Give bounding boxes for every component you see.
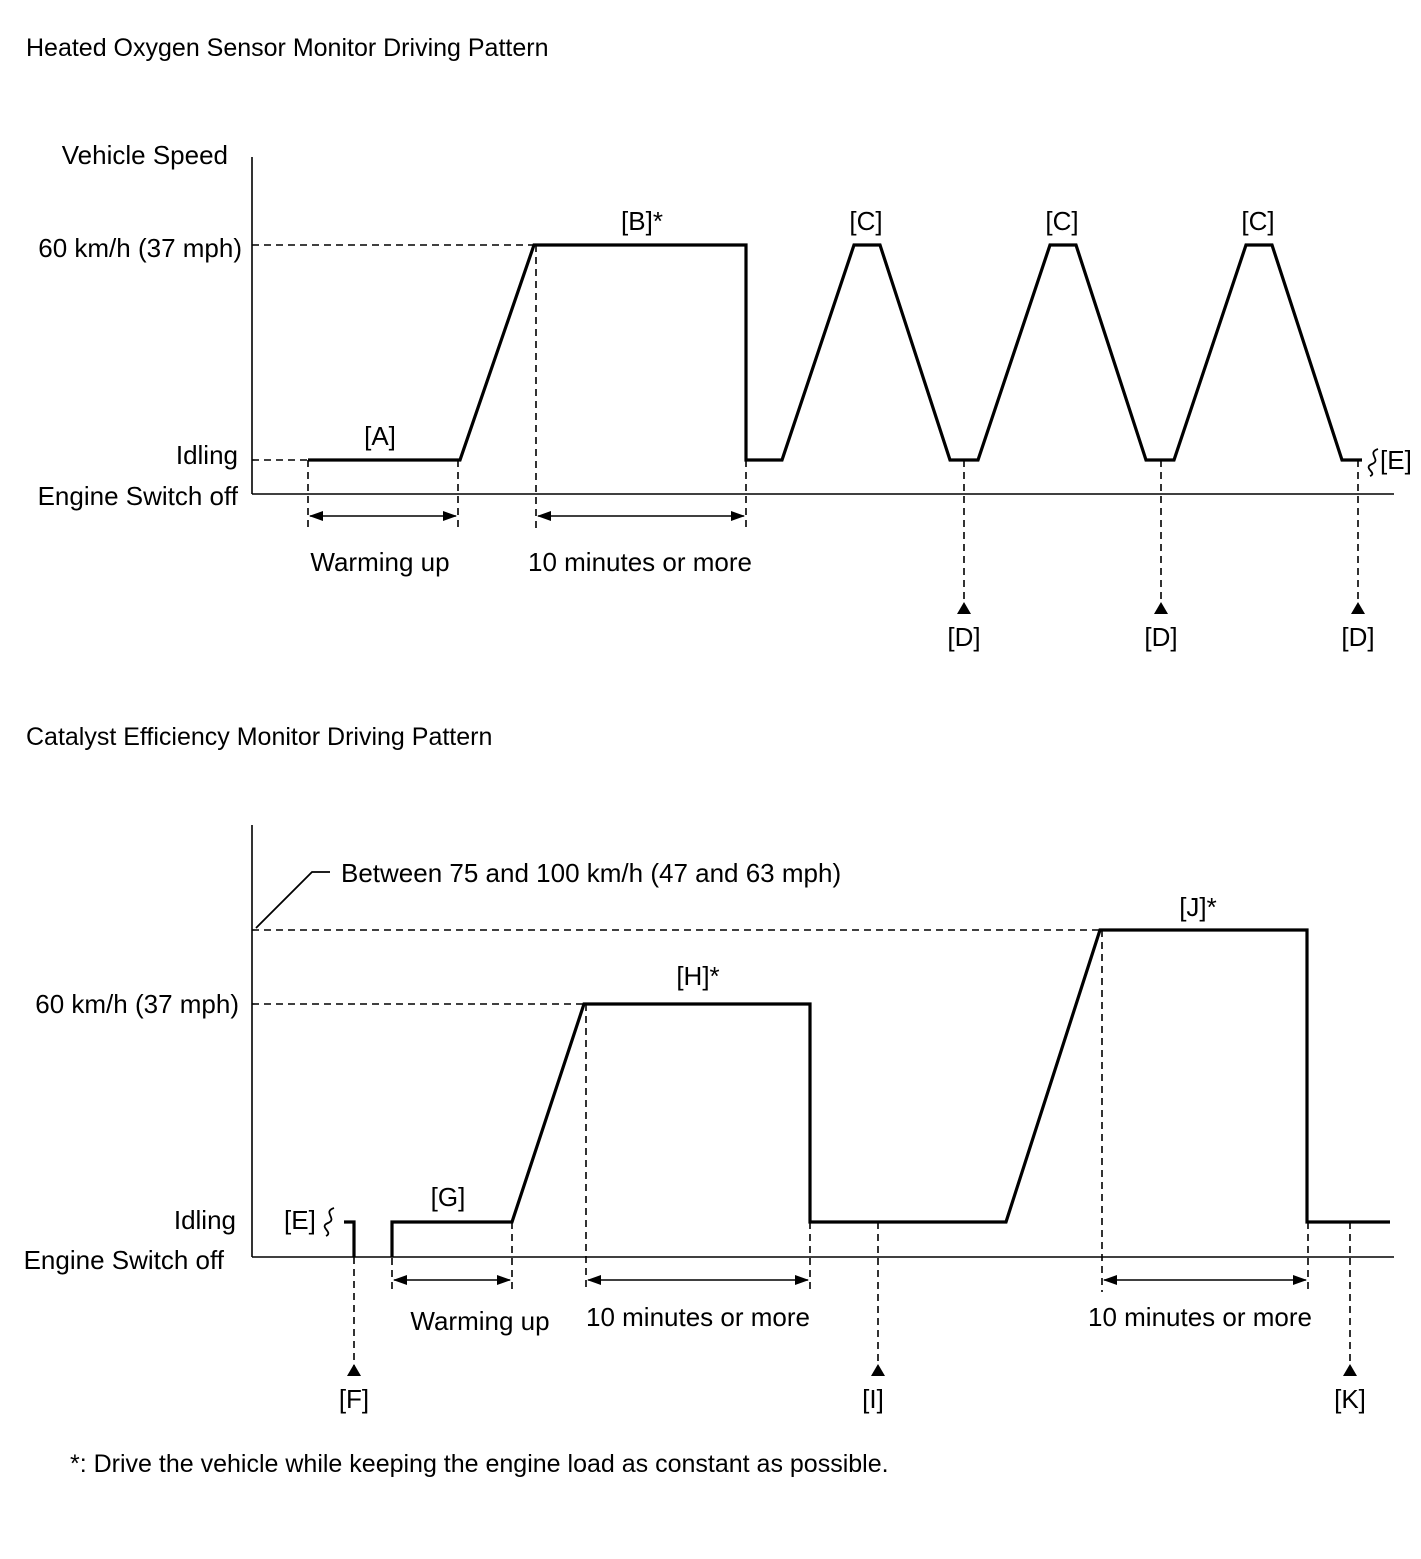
hos-ten-min-label: 10 minutes or more: [528, 547, 752, 577]
cat-break-mark: [323, 1207, 335, 1237]
cat-marker-f: [F]: [339, 1257, 369, 1414]
cat-engine-off-label: Engine Switch off: [24, 1245, 225, 1275]
hos-warmup-label: Warming up: [310, 547, 449, 577]
cat-idling-label: Idling: [174, 1205, 236, 1235]
cat-ten-min-label-1: 10 minutes or more: [586, 1302, 810, 1332]
hos-speed-60-label: 60 km/h (37 mph): [38, 233, 242, 263]
hos-phase-b: [B]*: [621, 206, 663, 236]
cat-warmup-label: Warming up: [410, 1306, 549, 1336]
hos-phase-e: [E]: [1380, 445, 1412, 475]
hos-marker-d-1: [D]: [947, 460, 981, 652]
hos-phase-c-2: [C]: [1045, 206, 1078, 236]
cat-e-stub: [344, 1220, 356, 1257]
hos-speed-trace: [308, 243, 1362, 462]
hos-phase-d-1: [D]: [947, 622, 980, 652]
cat-phase-f: [F]: [339, 1384, 369, 1414]
cat-high-speed-label: Between 75 and 100 km/h (47 and 63 mph): [341, 858, 841, 888]
cat-phase-g: [G]: [431, 1182, 466, 1212]
hos-engine-off-label: Engine Switch off: [38, 481, 239, 511]
hos-marker-d-2: [D]: [1144, 460, 1178, 652]
hos-title: Heated Oxygen Sensor Monitor Driving Pat…: [26, 34, 548, 62]
cat-marker-k: [K]: [1334, 1222, 1366, 1414]
hos-monitor-diagram: Heated Oxygen Sensor Monitor Driving Pat…: [26, 34, 1412, 652]
hos-phase-d-2: [D]: [1144, 622, 1177, 652]
cat-phase-e: [E]: [284, 1205, 316, 1235]
hos-y-axis-label: Vehicle Speed: [62, 140, 228, 170]
hos-phase-a: [A]: [364, 421, 396, 451]
cat-phase-h: [H]*: [676, 961, 719, 991]
hos-idling-label: Idling: [176, 440, 238, 470]
catalyst-monitor-diagram: Catalyst Efficiency Monitor Driving Patt…: [24, 723, 1394, 1414]
cat-high-speed-leader: [255, 871, 330, 929]
hos-phase-d-3: [D]: [1341, 622, 1374, 652]
footnote: *: Drive the vehicle while keeping the e…: [70, 1450, 889, 1478]
hos-phase-c-3: [C]: [1241, 206, 1274, 236]
hos-break-mark: [1367, 448, 1379, 477]
hos-phase-c-1: [C]: [849, 206, 882, 236]
cat-ten-min-label-2: 10 minutes or more: [1088, 1302, 1312, 1332]
cat-speed-trace: [390, 928, 1390, 1257]
cat-marker-i: [I]: [862, 1222, 885, 1414]
cat-phase-k: [K]: [1334, 1384, 1366, 1414]
cat-title: Catalyst Efficiency Monitor Driving Patt…: [26, 723, 492, 751]
cat-speed-60-label: 60 km/h (37 mph): [35, 989, 239, 1019]
cat-phase-i: [I]: [862, 1384, 884, 1414]
hos-marker-d-3: [D]: [1341, 460, 1375, 652]
cat-phase-j: [J]*: [1179, 892, 1217, 922]
